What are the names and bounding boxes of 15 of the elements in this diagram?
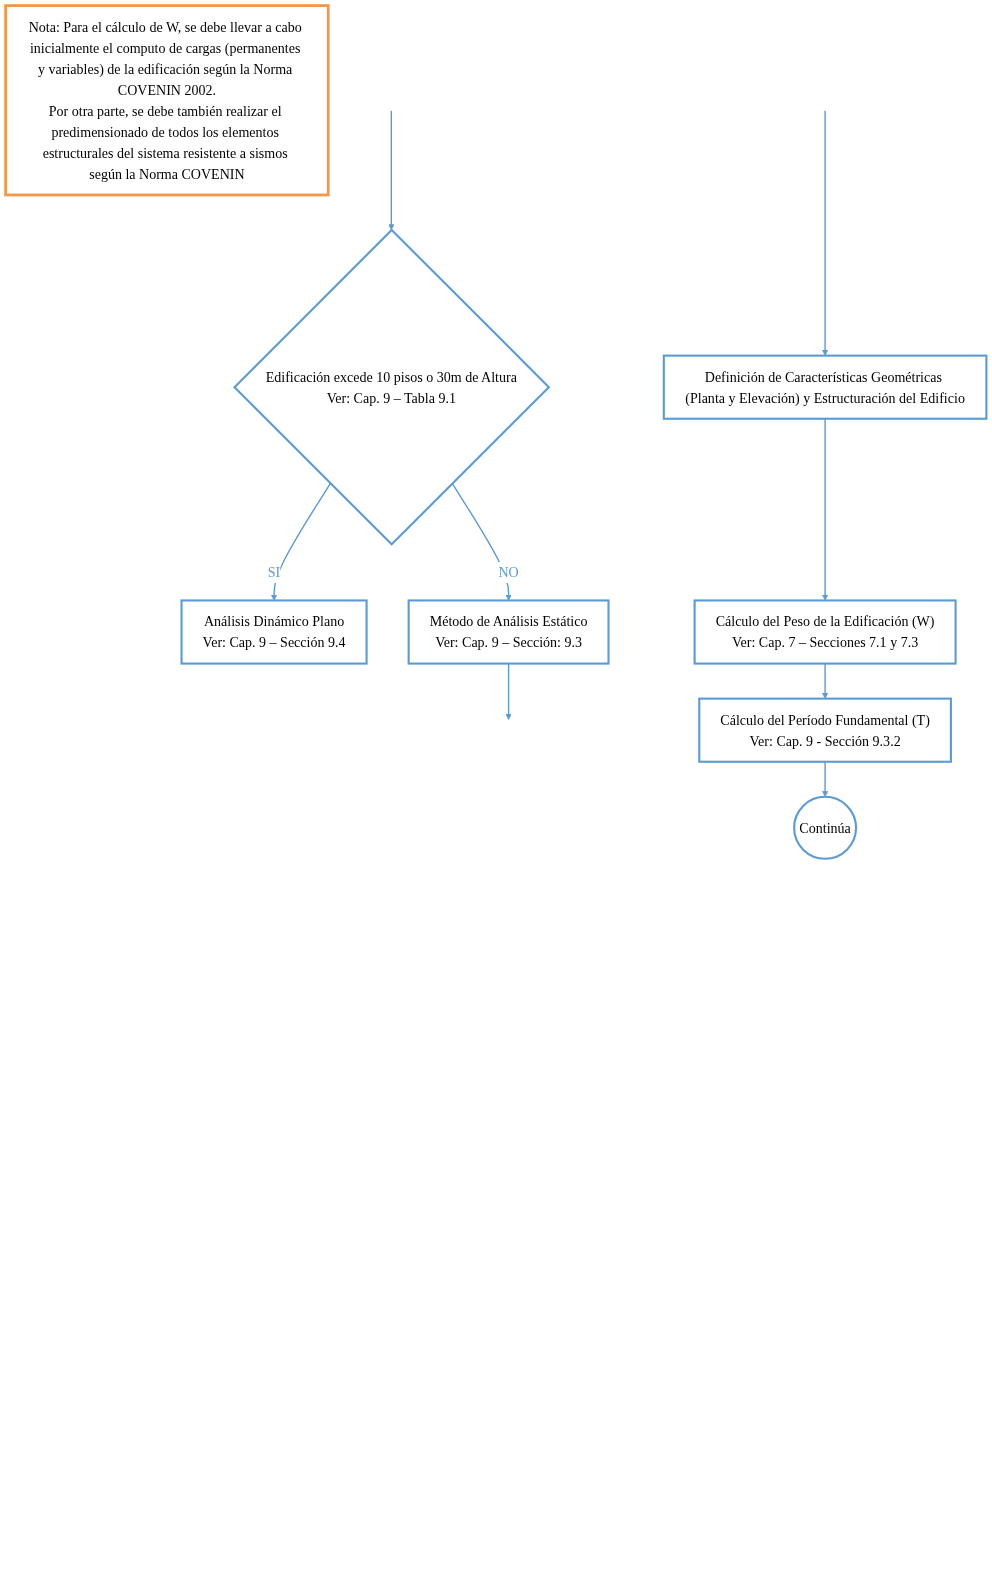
arrow (822, 110, 829, 356)
arrow (451, 482, 512, 601)
node-circle: Continúa (793, 795, 858, 860)
arrow (388, 110, 395, 231)
edge-label: SI (267, 564, 281, 581)
node-box: Definición de Características Geométricas (Planta y Elevación) y Estructuración del Edificio (662, 354, 988, 420)
node-box: Método de Análisis Estático Ver: Cap. 9 – Sección: 9.3 (407, 599, 610, 665)
arrow (822, 418, 829, 601)
node-box: Análisis Dinámico Plano Ver: Cap. 9 – Sección 9.4 (180, 599, 368, 665)
arrow (270, 482, 332, 601)
node-diamond: Edificación excede 10 pisos o 30m de Altura Ver: Cap. 9 – Tabla 9.1 (233, 228, 551, 546)
node-box: Nota: Para el cálculo de W, se debe llevar a cabo inicialmente el computo de cargas (permanentes y variables) de la edificación según la Norma COVENIN 2002. Por otra parte, se debe también realizar el predimensionado de todos los elementos estructurales del sistema resistente a sismos según la Norma COVENIN (4, 4, 330, 197)
edge-label: NO (498, 564, 519, 581)
node-box: Cálculo del Peso de la Edificación (W) Ver: Cap. 7 – Secciones 7.1 y 7.3 (693, 599, 957, 665)
node-box: Cálculo del Período Fundamental (T) Ver: Cap. 9 - Sección 9.3.2 (698, 697, 952, 763)
